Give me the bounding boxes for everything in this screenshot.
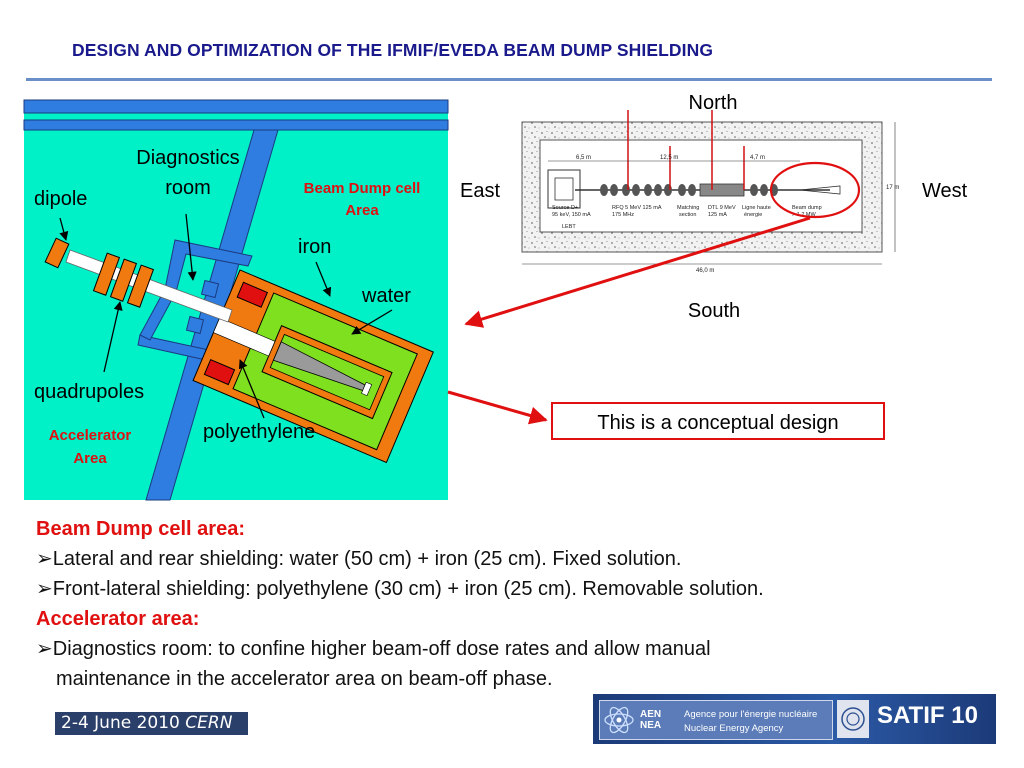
- label-beamdump: Beam dump: [792, 205, 822, 211]
- bullet-text-1: Lateral and rear shielding: water (50 cm…: [52, 548, 682, 570]
- callout-text: This is a conceptual design: [597, 412, 838, 434]
- label-rfq: RFQ 5 MeV 125 mA: [612, 205, 662, 211]
- label-accelerator-area-2: Area: [73, 450, 107, 467]
- label-lebt: LEBT: [562, 224, 576, 230]
- arrow-diagnostics: [185, 213, 197, 281]
- polyethylene-block-bottom: [203, 358, 236, 386]
- dim-12-5m: 12,5 m: [660, 155, 678, 161]
- arrow-zoom-connector: [464, 216, 811, 328]
- dim-17m: 17 m: [886, 185, 899, 191]
- label-source-2: 95 keV, 150 mA: [552, 212, 591, 218]
- arrow-dipole: [59, 217, 69, 241]
- footer-date: 2-4 June 2010 CERN: [55, 712, 248, 735]
- top-wall-inner: [23, 119, 449, 131]
- cern-logo-icon: [837, 700, 869, 738]
- footer-date-text: 2-4 June 2010: [61, 713, 180, 733]
- bullet-item-2: ➢Front-lateral shielding: polyethylene (…: [36, 574, 996, 604]
- label-east: East: [460, 180, 500, 202]
- label-dipole: dipole: [34, 188, 87, 210]
- bullet-item-1: ➢Lateral and rear shielding: water (50 c…: [36, 544, 996, 574]
- label-matching-2: section: [679, 212, 696, 218]
- arrow-quadrupoles: [103, 301, 123, 373]
- diagnostics-room: [137, 239, 253, 363]
- footer-place: CERN: [185, 713, 233, 733]
- description-block: Beam Dump cell area: ➢Lateral and rear s…: [36, 514, 996, 694]
- nea-abbr-1: AEN: [640, 709, 662, 720]
- label-ligne: Ligne haute: [742, 205, 771, 211]
- quadrupole-magnets: [92, 252, 155, 308]
- bullet-text-3: Diagnostics room: to confine higher beam…: [52, 638, 711, 660]
- dipole-magnet: [44, 237, 70, 269]
- label-polyethylene: polyethylene: [203, 421, 315, 443]
- bullet-item-3: ➢Diagnostics room: to confine higher bea…: [36, 634, 996, 664]
- label-dtl-2: 125 mA: [708, 212, 727, 218]
- nea-abbr-2: NEA: [640, 720, 662, 731]
- label-rfq-2: 175 MHz: [612, 212, 634, 218]
- label-south: South: [688, 300, 740, 322]
- label-west: West: [922, 180, 968, 202]
- label-water: water: [361, 285, 411, 307]
- label-accelerator-area: Accelerator: [49, 427, 132, 444]
- bullet-arrow-icon: ➢: [36, 578, 53, 600]
- polyethylene-block-top: [236, 281, 269, 308]
- conceptual-design-callout: [551, 402, 885, 440]
- heading-beam-dump: Beam Dump cell area:: [36, 518, 245, 540]
- bullet-item-3-cont: maintenance in the accelerator area on b…: [56, 668, 553, 690]
- label-beam-dump-area-2: Area: [345, 202, 379, 219]
- cern-rings-icon: [841, 707, 865, 731]
- beam-dump-cone: [799, 185, 841, 195]
- dim-6-5m: 6,5 m: [576, 155, 591, 161]
- label-beamdump-2: > 1,2 MW: [792, 212, 816, 218]
- facility-plan-diagram: 6,5 m 12,5 m 4,7 m 17 m 46,0 m Source D+…: [460, 92, 968, 322]
- label-quadrupoles: quadrupoles: [34, 381, 144, 403]
- arrow-polyethylene: [238, 359, 265, 419]
- beam-dump-highlight: [769, 161, 861, 219]
- label-iron: iron: [298, 236, 331, 258]
- label-dtl: DTL 9 MeV: [708, 205, 736, 211]
- bullet-text-2: Front-lateral shielding: polyethylene (3…: [52, 578, 764, 600]
- label-diagnostics: Diagnostics: [136, 147, 239, 169]
- beam-dump-assembly: [192, 269, 434, 464]
- label-north: North: [689, 92, 738, 114]
- nea-text-1: Agence pour l'énergie nucléaire: [684, 709, 818, 720]
- dim-46m: 46,0 m: [696, 268, 714, 274]
- nea-text-2: Nuclear Energy Agency: [684, 723, 784, 734]
- bullet-arrow-icon: ➢: [36, 638, 53, 660]
- page-title: DESIGN AND OPTIMIZATION OF THE IFMIF/EVE…: [72, 40, 714, 60]
- top-wall: [23, 99, 449, 114]
- label-beam-dump-area: Beam Dump cell: [304, 180, 421, 197]
- label-source: Source D+: [552, 205, 578, 211]
- label-room: room: [165, 177, 211, 199]
- beam-channel: [213, 317, 276, 357]
- arrow-water: [351, 309, 393, 335]
- dtl-block: [699, 183, 745, 197]
- arrow-iron: [315, 261, 332, 297]
- label-matching: Matching: [677, 205, 699, 211]
- satif-logo-text: SATIF 10: [877, 702, 978, 729]
- heading-accelerator: Accelerator area:: [36, 608, 200, 630]
- shielding-layout-diagram: Diagnostics room dipole Beam Dump cell A…: [23, 99, 449, 501]
- arrow-callout: [447, 390, 548, 425]
- bullet-arrow-icon: ➢: [36, 548, 53, 570]
- dim-4-7m: 4,7 m: [750, 155, 765, 161]
- atom-icon: [604, 706, 634, 734]
- title-divider: [26, 78, 992, 81]
- label-ligne-2: énergie: [744, 212, 762, 218]
